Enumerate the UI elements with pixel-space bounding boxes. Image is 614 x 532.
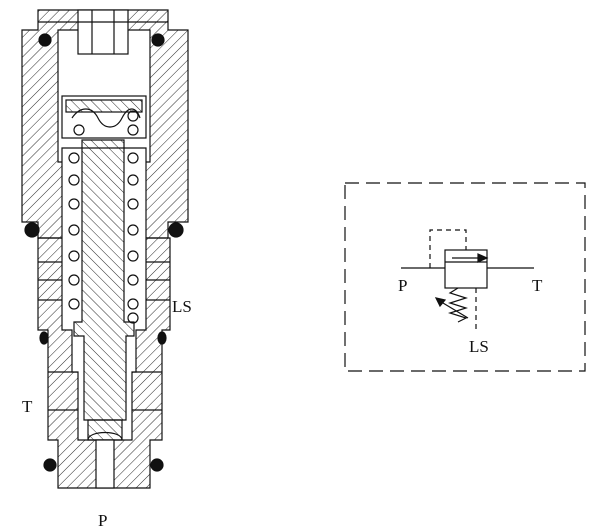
cross-section-label-p: P <box>98 511 107 530</box>
symbol-label-p: P <box>398 276 407 295</box>
seal-lower-right <box>157 331 167 345</box>
o-ring-middle-right <box>168 222 184 238</box>
symbol-label-ls: LS <box>469 337 489 356</box>
cross-section-label-ls: LS <box>172 297 192 316</box>
spool <box>73 139 135 441</box>
o-ring-bottom-left <box>43 458 57 472</box>
o-ring-middle-left <box>24 222 40 238</box>
o-ring-upper-left <box>38 33 52 47</box>
symbol-spring-icon <box>447 287 469 323</box>
valve-cross-section <box>21 9 189 489</box>
seal-lower-left <box>39 331 49 345</box>
hydraulic-symbol <box>344 182 586 372</box>
pilot-spring-chamber <box>61 95 147 139</box>
o-ring-bottom-right <box>150 458 164 472</box>
o-ring-upper-right <box>151 33 165 47</box>
symbol-label-t: T <box>532 276 543 295</box>
cross-section-label-t: T <box>22 397 33 416</box>
symbol-enclosure <box>344 182 586 372</box>
main-spring <box>68 152 139 324</box>
pilot-line <box>429 229 467 268</box>
